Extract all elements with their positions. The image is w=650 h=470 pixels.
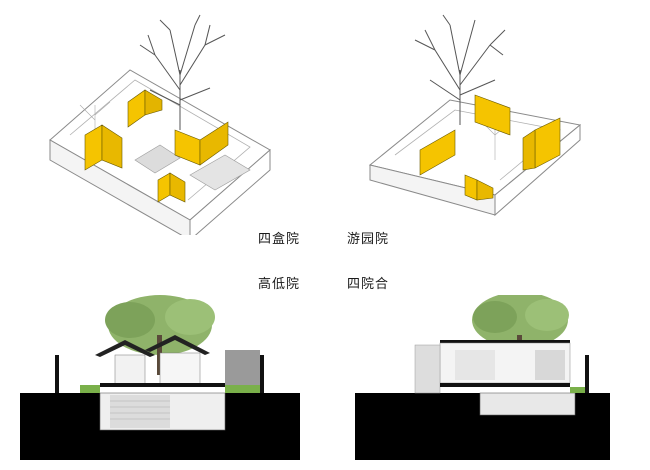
tree-icon <box>105 295 215 375</box>
axon-top-left <box>40 10 280 235</box>
yellow-wall-left <box>419 129 456 176</box>
caption-bottom-right: 四院合 <box>347 277 390 292</box>
section-drawing-high-low <box>20 295 300 460</box>
axon-top-right <box>365 10 595 220</box>
yellow-wall-front <box>464 174 494 201</box>
yellow-box-e <box>174 121 229 166</box>
tree-icon <box>139 14 226 130</box>
yellow-box-w <box>84 124 123 171</box>
section-bottom-left <box>20 295 300 460</box>
axonometric-drawing-garden <box>368 14 582 217</box>
axonometric-drawing-four-boxes <box>49 14 271 235</box>
tree-icon <box>414 14 506 125</box>
yellow-wall-right <box>522 117 561 171</box>
section-bottom-right <box>355 295 610 460</box>
caption-top-right: 游园院 <box>347 232 390 247</box>
caption-top-left: 四盒院 <box>258 232 301 247</box>
section-drawing-four-courtyards <box>355 295 610 460</box>
yellow-wall-back <box>474 94 511 136</box>
yellow-box-nw <box>127 89 163 128</box>
caption-bottom-left: 高低院 <box>258 277 301 292</box>
yellow-box-s <box>157 172 186 203</box>
